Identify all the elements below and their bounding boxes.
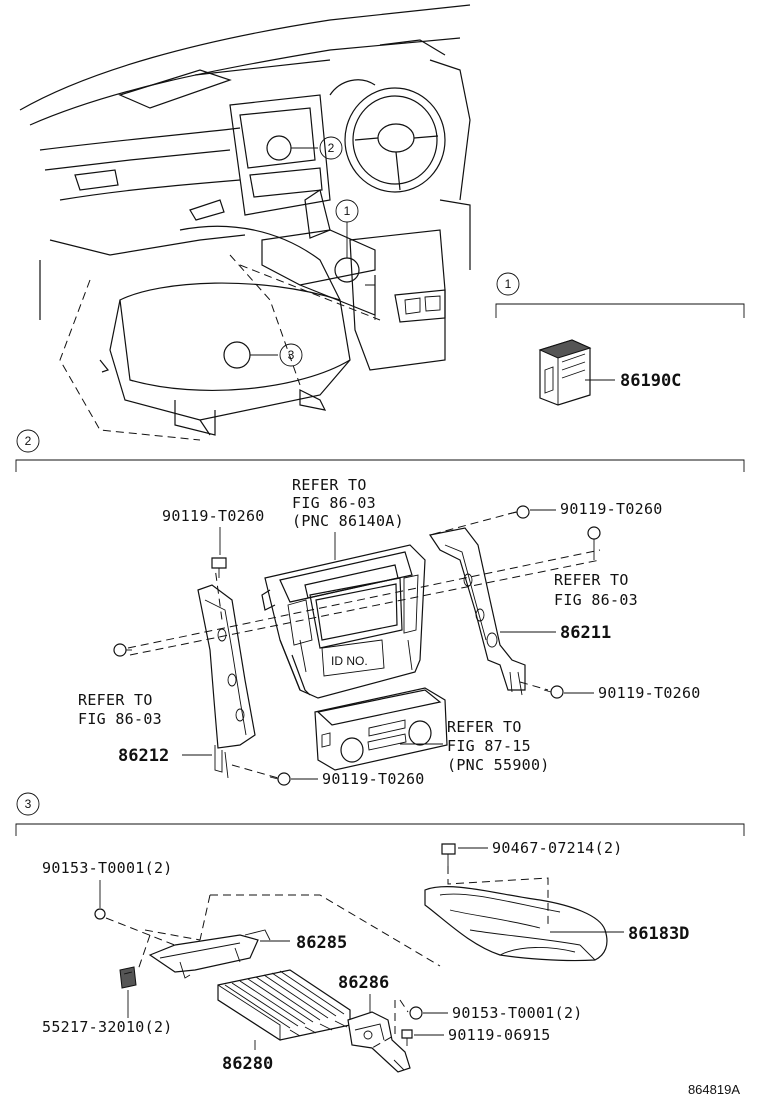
bracket-86286-illustration [347,1011,411,1073]
refer-ac-line1: REFER TO [447,718,522,736]
screw-icon [211,557,227,578]
label-screw-bottom: 90119-T0260 [322,770,425,788]
refer-left-line2: FIG 86-03 [78,710,162,728]
label-clip: 55217-32010(2) [42,1018,173,1036]
bracket-86212-illustration [197,584,256,779]
label-86286: 86286 [338,973,389,993]
refer-right-line1: REFER TO [554,571,629,589]
cover-86183D-illustration [424,886,608,962]
figure-id: 864819A [688,1082,740,1097]
refer-radio-line2: FIG 86-03 [292,494,376,512]
section-3: 3 90467-07214(2) 86183D 90153-T0001(2) [15,792,745,1074]
screw-icon [507,505,530,519]
section-1: 1 86190C [495,272,745,406]
section-3-marker: 3 [25,797,32,811]
screw-icon [587,526,601,560]
label-86280: 86280 [222,1054,273,1074]
screw-icon [401,1029,413,1046]
screw-icon [409,1006,423,1020]
ac-control-panel-illustration [314,687,448,771]
refer-radio-line3: (PNC 86140A) [292,512,404,530]
clip-icon [119,966,137,989]
callout-1-label: 1 [344,204,351,218]
refer-radio-line1: REFER TO [292,476,367,494]
section-2-marker: 2 [25,434,32,448]
label-screw-06915: 90119-06915 [448,1026,551,1044]
bolt-icon [441,843,456,866]
label-86212: 86212 [118,746,169,766]
amplifier-86280-illustration [217,969,351,1041]
label-86211: 86211 [560,623,611,643]
id-no-label: ID NO. [331,654,368,668]
callout-2-label: 2 [328,141,335,155]
refer-left-line1: REFER TO [78,691,153,709]
label-screw-right-bottom: 90119-T0260 [598,684,701,702]
label-screw-right: 90153-T0001(2) [452,1004,583,1022]
refer-ac-line2: FIG 87-15 [447,737,531,755]
screw-icon [543,685,564,699]
label-screw-right-top: 90119-T0260 [560,500,663,518]
dashboard-overview-illustration: 2 1 3 [19,4,471,441]
section-2: 2 REFER TO FIG 86-03 (PNC 86140A) ID NO. [15,429,745,788]
label-86183D: 86183D [628,924,689,944]
screw-icon [113,643,132,657]
label-86190C: 86190C [620,371,681,391]
label-bolt-top-right: 90467-07214(2) [492,839,623,857]
refer-ac-line3: (PNC 55900) [447,756,550,774]
label-86285: 86285 [296,933,347,953]
label-screw-left-top: 90119-T0260 [162,507,265,525]
bracket-86285-illustration [148,929,271,979]
section-1-marker: 1 [505,277,512,291]
refer-right-line2: FIG 86-03 [554,591,638,609]
radio-display-illustration: ID NO. [261,544,426,699]
screw-icon [94,908,106,920]
callout-3-label: 3 [288,348,295,362]
label-screw-top-left: 90153-T0001(2) [42,859,173,877]
switch-86190C-illustration [538,339,592,406]
screw-icon [269,772,291,786]
bracket-86211-illustration [429,527,526,696]
